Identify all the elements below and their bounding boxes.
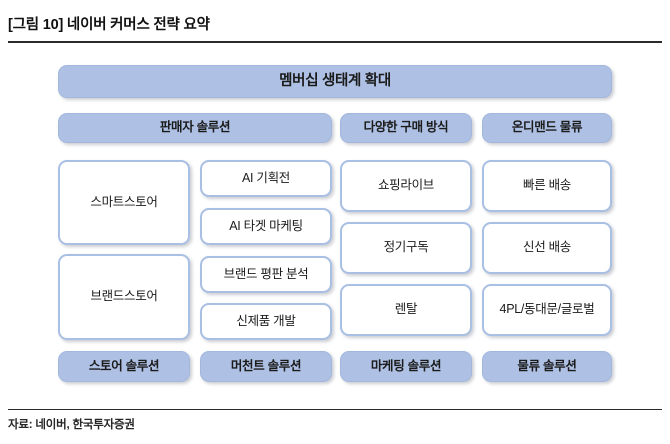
banner-membership-ecosystem: 멤버십 생태계 확대 — [58, 65, 612, 98]
item-subscription: 정기구독 — [340, 222, 472, 274]
category-header-purchase-methods: 다양한 구매 방식 — [340, 113, 472, 143]
solution-footer-store: 스토어 솔루션 — [58, 351, 190, 382]
solution-footer-logistics: 물류 솔루션 — [482, 351, 612, 382]
item-rental: 렌탈 — [340, 284, 472, 336]
category-header-ondemand-logistics: 온디맨드 물류 — [482, 113, 612, 143]
source-note: 자료: 네이버, 한국투자증권 — [8, 419, 135, 431]
item-shopping-live: 쇼핑라이브 — [340, 160, 472, 212]
item-brand-store: 브랜드스토어 — [58, 254, 190, 340]
item-new-product-development: 신제품 개발 — [200, 303, 332, 340]
page-title: [그림 10] 네이버 커머스 전략 요약 — [8, 17, 210, 33]
item-ai-target-marketing: AI 타겟 마케팅 — [200, 208, 332, 245]
item-smart-store: 스마트스토어 — [58, 160, 190, 245]
solution-footer-merchant: 머천트 솔루션 — [200, 351, 332, 382]
item-4pl-dongdaemun-global: 4PL/동대문/글로벌 — [482, 284, 612, 336]
item-fresh-delivery: 신선 배송 — [482, 222, 612, 274]
category-header-seller-solution: 판매자 솔루션 — [58, 113, 332, 143]
item-fast-delivery: 빠른 배송 — [482, 160, 612, 212]
title-divider — [8, 41, 662, 43]
solution-footer-marketing: 마케팅 솔루션 — [340, 351, 472, 382]
footer-divider — [8, 409, 662, 410]
item-ai-planning-exhibition: AI 기획전 — [200, 160, 332, 197]
item-brand-reputation-analysis: 브랜드 평판 분석 — [200, 256, 332, 293]
